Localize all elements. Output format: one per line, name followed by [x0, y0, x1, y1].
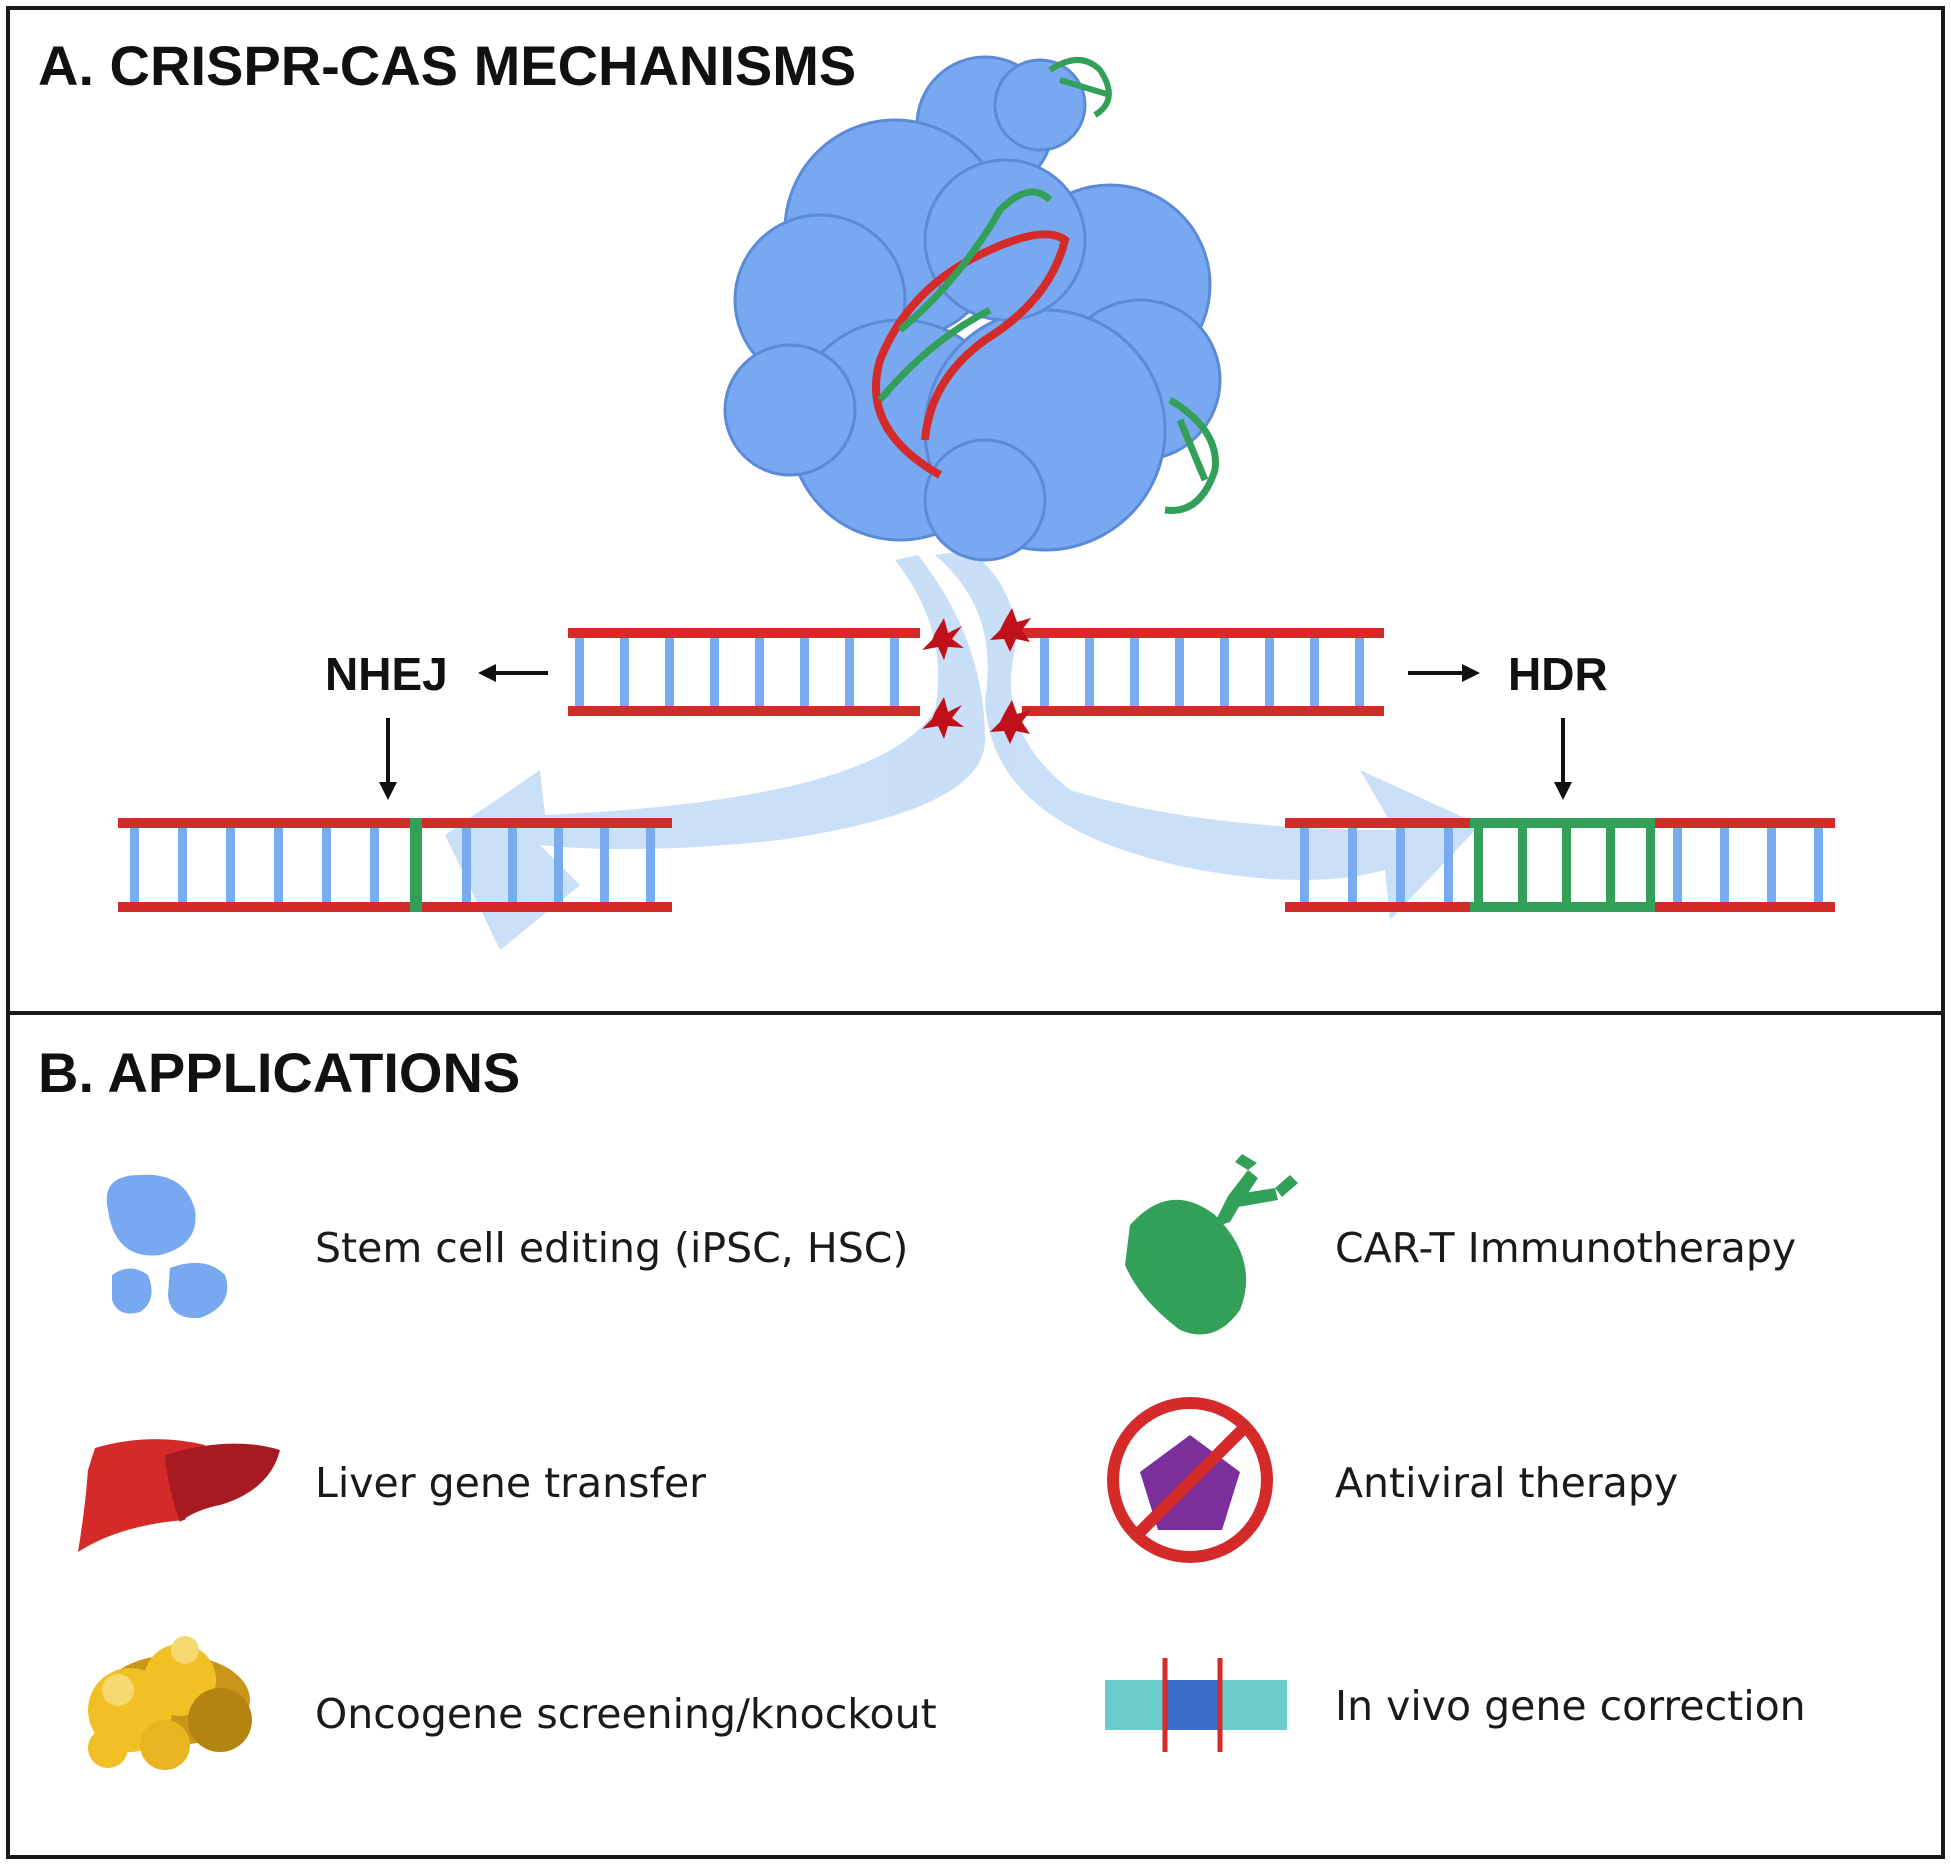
panel-a-title: A. CRISPR-CAS MECHANISMS — [38, 34, 856, 97]
liver-icon — [78, 1439, 280, 1552]
arrow-left-icon — [478, 664, 548, 682]
application-label-liver: Liver gene transfer — [315, 1459, 706, 1507]
application-label-oncogene: Oncogene screening/knockout — [315, 1690, 937, 1738]
arrow-down-icon — [379, 718, 397, 800]
application-label-gene-correction: In vivo gene correction — [1335, 1682, 1806, 1730]
arrow-down-icon — [1554, 718, 1572, 800]
application-label-car-t: CAR-T Immunotherapy — [1335, 1224, 1796, 1272]
panel-b: B. APPLICATIONS Stem cell editing (iPSC,… — [38, 1041, 1806, 1770]
hdr-label: HDR — [1508, 648, 1608, 700]
indel-site — [410, 818, 422, 912]
gene-correction-icon — [1105, 1658, 1287, 1752]
guide-rna-strand — [872, 230, 1070, 479]
stem-cells-icon — [106, 1174, 228, 1319]
panel-a: A. CRISPR-CAS MECHANISMS — [38, 34, 1835, 950]
hdr-repaired-dna — [1285, 818, 1835, 912]
arrow-right-icon — [1408, 664, 1480, 682]
application-label-antiviral: Antiviral therapy — [1335, 1459, 1678, 1507]
nhej-repaired-dna — [118, 818, 672, 912]
flow-arrow-right — [935, 550, 1480, 920]
cut-dna-left — [568, 628, 920, 716]
antiviral-icon — [1107, 1397, 1273, 1563]
cut-dna-right — [1022, 628, 1384, 716]
tumor-icon — [88, 1636, 252, 1770]
nhej-label: NHEJ — [325, 648, 448, 700]
car-t-cell-icon — [1125, 1154, 1298, 1335]
panel-b-title: B. APPLICATIONS — [38, 1041, 520, 1104]
double-strand-break-marks — [922, 608, 1031, 744]
target-dna-fragment-right — [1164, 396, 1219, 514]
application-label-stem-cell: Stem cell editing (iPSC, HSC) — [315, 1224, 908, 1272]
target-dna-fragment-top — [1048, 57, 1112, 118]
cas9-protein-complex-icon — [723, 55, 1222, 562]
